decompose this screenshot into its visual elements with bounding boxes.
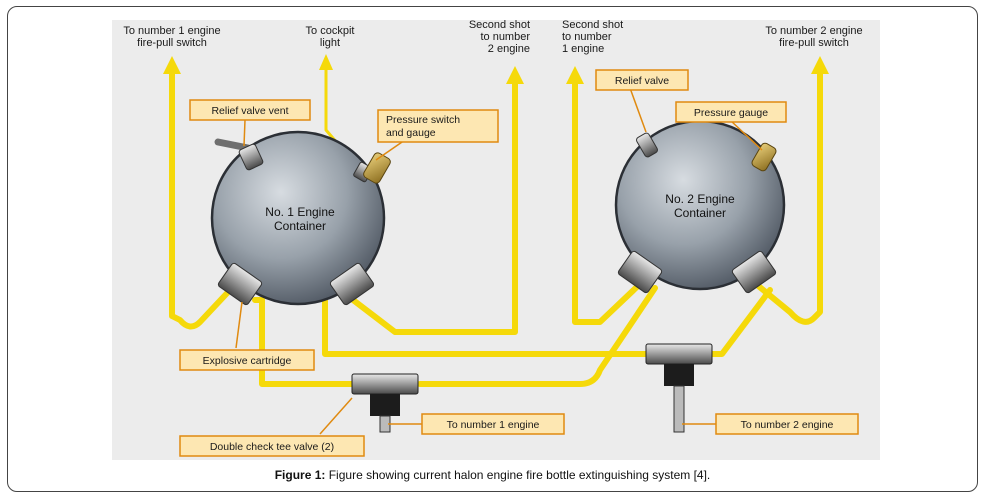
svg-text:light: light [320, 37, 340, 49]
dest-cockpit-light: To cockpit light [306, 25, 355, 49]
pipe-engine2-fire-pull [742, 69, 823, 325]
tee-valve-2 [645, 343, 713, 433]
container-no2-line2: Container [674, 206, 726, 220]
svg-text:Relief valve: Relief valve [615, 75, 669, 87]
label-relief-valve: Relief valve [595, 69, 689, 91]
svg-text:To number 2 engine: To number 2 engine [741, 419, 834, 431]
pipe-second-shot-2 [337, 79, 518, 335]
label-to-engine-1: To number 1 engine [421, 413, 565, 435]
label-explosive-cartridge: Explosive cartridge [179, 349, 315, 371]
container-no1: No. 1 Engine Container [210, 130, 391, 306]
svg-text:Double check tee valve (2): Double check tee valve (2) [210, 441, 334, 453]
svg-text:2 engine: 2 engine [488, 43, 530, 55]
tee-valve-1 [351, 373, 419, 433]
dest-engine2-fire-pull: To number 2 engine fire-pull switch [765, 25, 862, 49]
label-to-engine-2: To number 2 engine [715, 413, 859, 435]
dest-engine1-fire-pull: To number 1 engine fire-pull switch [123, 25, 220, 49]
pipe-right-to-tee2 [709, 287, 773, 357]
svg-text:Pressure switch: Pressure switch [386, 114, 460, 126]
svg-text:fire-pull switch: fire-pull switch [137, 37, 207, 49]
label-pressure-switch: Pressure switch and gauge [377, 109, 499, 143]
container-no1-line1: No. 1 Engine [265, 205, 335, 219]
caption-prefix: Figure 1: [274, 468, 326, 482]
svg-text:to number: to number [480, 31, 530, 43]
caption-text: Figure showing current halon engine fire… [325, 468, 711, 482]
arrow-up-icon [566, 66, 584, 84]
svg-text:Relief valve vent: Relief valve vent [211, 105, 288, 117]
container-no2: No. 2 Engine Container [614, 119, 786, 294]
arrow-up-icon [319, 54, 333, 70]
arrow-up-icon [811, 56, 829, 74]
arrow-heads [163, 54, 829, 84]
pipe-left-to-tee2 [322, 297, 651, 357]
pipe-engine1-fire-pull [169, 69, 233, 330]
pipe-second-shot-1 [572, 79, 643, 325]
arrow-up-icon [163, 56, 181, 74]
svg-text:Pressure gauge: Pressure gauge [694, 107, 768, 119]
svg-text:fire-pull switch: fire-pull switch [779, 37, 849, 49]
svg-text:Second shot: Second shot [562, 19, 623, 31]
svg-text:Explosive cartridge: Explosive cartridge [203, 355, 292, 367]
label-pressure-gauge: Pressure gauge [675, 101, 787, 123]
svg-text:and gauge: and gauge [386, 127, 436, 139]
container-no1-line2: Container [274, 219, 326, 233]
svg-text:To number 2 engine: To number 2 engine [765, 25, 862, 37]
arrow-up-icon [506, 66, 524, 84]
container-no2-line1: No. 2 Engine [665, 192, 735, 206]
pipe-network [169, 66, 823, 387]
pipe-left-to-tee1 [252, 297, 358, 387]
svg-text:To cockpit: To cockpit [306, 25, 355, 37]
svg-text:Second shot: Second shot [469, 19, 530, 31]
svg-text:To number 1 engine: To number 1 engine [447, 419, 540, 431]
dest-second-shot-1: Second shot to number 1 engine [562, 19, 623, 55]
dest-second-shot-2: Second shot to number 2 engine [469, 19, 530, 55]
figure-caption: Figure 1: Figure showing current halon e… [0, 468, 985, 482]
label-double-check-tee: Double check tee valve (2) [179, 435, 365, 457]
label-relief-valve-vent: Relief valve vent [189, 99, 311, 121]
svg-text:1 engine: 1 engine [562, 43, 604, 55]
svg-text:To number 1 engine: To number 1 engine [123, 25, 220, 37]
pipe-right-to-tee1 [417, 285, 658, 387]
svg-text:to number: to number [562, 31, 612, 43]
